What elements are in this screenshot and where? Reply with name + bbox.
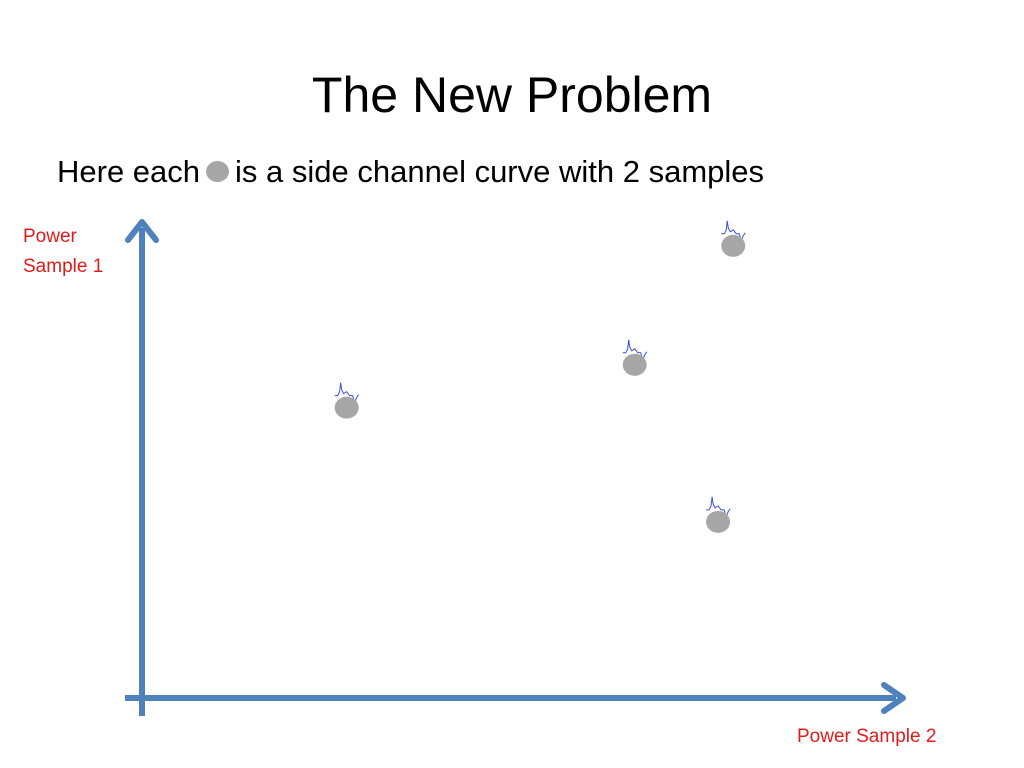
data-point-dot bbox=[622, 353, 647, 376]
data-point-dot bbox=[706, 510, 731, 533]
data-point bbox=[721, 220, 746, 257]
points-layer bbox=[334, 220, 746, 533]
subtitle-text-after: is a side channel curve with 2 samples bbox=[235, 154, 765, 189]
x-axis-arrowhead bbox=[881, 682, 906, 714]
subtitle-text-before: Here each bbox=[57, 154, 201, 189]
y-axis-label-line-1: Power bbox=[23, 226, 77, 247]
y-axis-label: Power Sample 1 bbox=[23, 222, 133, 282]
y-axis-arrowhead bbox=[125, 219, 159, 243]
data-point bbox=[334, 382, 360, 419]
x-axis-label: Power Sample 2 bbox=[797, 726, 937, 747]
data-point-dot bbox=[334, 396, 359, 419]
data-point bbox=[706, 496, 731, 533]
y-axis-label-line-2: Sample 1 bbox=[23, 256, 104, 277]
slide-title: The New Problem bbox=[311, 67, 713, 123]
gray-dot-icon bbox=[206, 161, 230, 183]
slide-subtitle: Here each is a side channel curve with 2 … bbox=[57, 150, 764, 194]
data-point-dot bbox=[721, 234, 746, 257]
data-point bbox=[622, 339, 648, 376]
